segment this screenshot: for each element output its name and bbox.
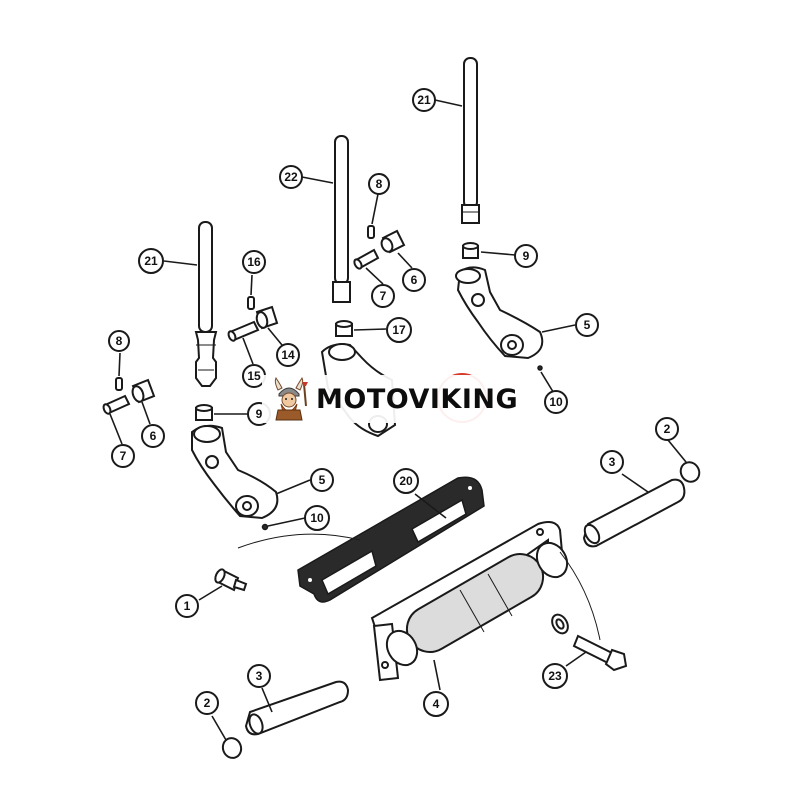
sleeve-6-middle xyxy=(380,229,406,254)
callout-23: 23 xyxy=(542,663,568,689)
sleeve-14 xyxy=(255,305,279,330)
svg-text:10: 10 xyxy=(310,511,324,525)
gasket-20 xyxy=(297,476,485,603)
plug-2-right xyxy=(679,461,701,483)
pin-16 xyxy=(247,296,255,310)
svg-text:2: 2 xyxy=(204,696,211,710)
shaft-15 xyxy=(227,320,260,342)
callout-3-left: 3 xyxy=(247,664,271,688)
svg-text:2: 2 xyxy=(664,422,671,436)
brand-name: MOTOVIKING xyxy=(316,383,519,415)
callout-4: 4 xyxy=(423,691,449,717)
svg-text:6: 6 xyxy=(411,273,418,287)
svg-text:23: 23 xyxy=(548,669,562,683)
svg-text:3: 3 xyxy=(256,669,263,683)
shaft-3-left xyxy=(244,680,350,736)
callout-1: 1 xyxy=(175,594,199,618)
callout-5-right: 5 xyxy=(575,313,599,337)
svg-text:5: 5 xyxy=(319,473,326,487)
callout-6-left: 6 xyxy=(141,424,165,448)
pin-8-left xyxy=(115,377,123,391)
svg-text:16: 16 xyxy=(247,255,261,269)
svg-text:22: 22 xyxy=(284,170,298,184)
svg-text:5: 5 xyxy=(584,318,591,332)
callout-3-right: 3 xyxy=(600,450,624,474)
svg-text:17: 17 xyxy=(392,323,406,337)
leader-stud xyxy=(237,533,361,549)
callout-5-left: 5 xyxy=(310,468,334,492)
svg-text:8: 8 xyxy=(116,334,123,348)
callout-10-left: 10 xyxy=(304,505,330,531)
callout-22: 22 xyxy=(279,165,303,189)
callout-14: 14 xyxy=(276,343,300,367)
push-rod-21-left xyxy=(194,221,218,387)
svg-text:3: 3 xyxy=(609,455,616,469)
svg-text:1: 1 xyxy=(184,599,191,613)
svg-text:7: 7 xyxy=(380,289,387,303)
callout-17: 17 xyxy=(386,317,412,343)
callout-21-left: 21 xyxy=(138,248,164,274)
callout-8-left: 8 xyxy=(108,330,130,352)
rocker-arm-5-left xyxy=(191,424,279,520)
ball-10-right xyxy=(537,365,543,371)
callout-16: 16 xyxy=(242,250,266,274)
viking-warrior-logo-icon xyxy=(274,377,308,421)
ferrule-9-right xyxy=(462,242,479,259)
svg-text:15: 15 xyxy=(247,369,261,383)
watermark-banner: MOTOVIKING xyxy=(262,375,534,423)
callout-15: 15 xyxy=(242,364,266,388)
callout-2-left: 2 xyxy=(195,691,219,715)
ball-10-left xyxy=(261,523,269,531)
rocker-arm-5-right xyxy=(455,266,544,360)
plug-2-left xyxy=(221,737,243,759)
leader-housing xyxy=(559,551,601,641)
stud-bolt-1 xyxy=(214,568,248,592)
callout-9-right: 9 xyxy=(514,244,538,268)
sleeve-6-left xyxy=(131,378,156,404)
svg-text:14: 14 xyxy=(281,348,295,362)
rocker-housing-4 xyxy=(370,521,569,682)
shaft-3-right xyxy=(582,478,686,548)
callout-10-right: 10 xyxy=(544,390,568,414)
svg-text:7: 7 xyxy=(120,449,127,463)
svg-text:9: 9 xyxy=(523,249,530,263)
svg-text:6: 6 xyxy=(150,429,157,443)
callout-6-middle: 6 xyxy=(402,268,426,292)
svg-text:21: 21 xyxy=(144,254,158,268)
bolt-23 xyxy=(572,634,628,672)
svg-text:8: 8 xyxy=(376,177,383,191)
svg-text:21: 21 xyxy=(417,93,431,107)
callout-7-middle: 7 xyxy=(371,284,395,308)
svg-text:4: 4 xyxy=(433,697,440,711)
callout-2-right: 2 xyxy=(655,417,679,441)
washer-23 xyxy=(551,613,569,635)
svg-text:20: 20 xyxy=(399,474,413,488)
callout-20: 20 xyxy=(393,468,419,494)
pin-8-middle xyxy=(367,225,375,239)
shaft-7-left xyxy=(102,394,131,415)
shaft-7-middle xyxy=(353,248,380,270)
svg-text:9: 9 xyxy=(256,407,263,421)
push-rod-22-middle xyxy=(332,135,351,303)
callout-8-middle: 8 xyxy=(368,173,390,195)
push-rod-21-right xyxy=(461,57,480,224)
callout-21-right: 21 xyxy=(412,88,436,112)
ferrule-9-left xyxy=(195,404,213,421)
leader-lines xyxy=(109,99,687,741)
callout-7-left: 7 xyxy=(111,444,135,468)
ferrule-17-middle xyxy=(335,320,353,337)
svg-text:10: 10 xyxy=(549,395,563,409)
